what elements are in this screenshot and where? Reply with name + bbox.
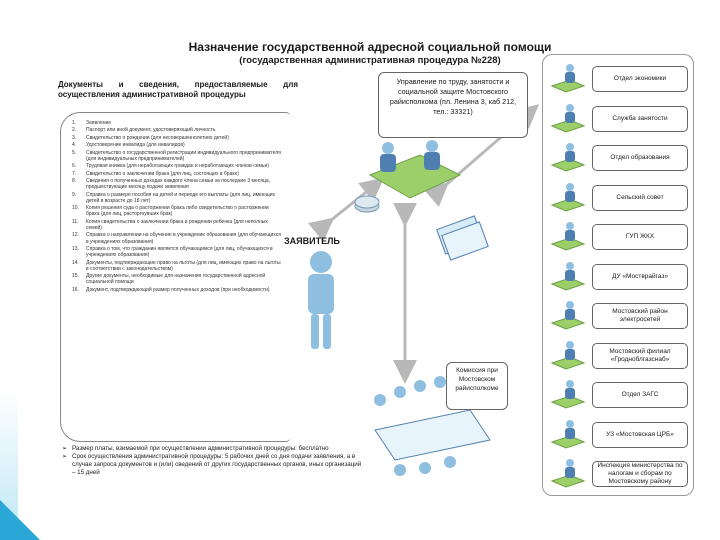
organization-box: Мостовский район электросетей [592,303,688,329]
official-at-desk-icon [548,457,588,491]
official-at-desk-icon [548,141,588,175]
organization-box: Мостовский филиал «Гродноблгазснаб» [592,343,688,369]
agency-box: Управление по труду, занятости и социаль… [378,72,528,138]
official-at-desk-icon [548,260,588,294]
organization-box: УЗ «Мостовская ЦРБ» [592,422,688,448]
agency-line-1: Управление по труду, занятости и [383,77,523,87]
disk-stack-icon [355,196,379,212]
official-at-desk-icon [548,62,588,96]
official-at-desk-icon [548,299,588,333]
applicant-figure-icon [308,251,334,349]
organization-box: Сельский совет [592,185,688,211]
agency-line-3: райисполкома (пл. Ленина 3, каб 212, [383,97,523,107]
organization-box: Отдел экономики [592,66,688,92]
documents-stack-icon [437,216,488,260]
organization-box: ГУП ЖКХ [592,224,688,250]
organization-box: Инспекция министерства по налогам и сбор… [592,461,688,487]
organization-box: Отдел образования [592,145,688,171]
official-at-desk-icon [548,418,588,452]
official-at-desk-icon [548,378,588,412]
agency-meeting-icon [370,140,460,198]
organization-box: Служба занятости [592,106,688,132]
official-at-desk-icon [548,102,588,136]
official-at-desk-icon [548,181,588,215]
official-at-desk-icon [548,220,588,254]
applicant-label: ЗАЯВИТЕЛЬ [284,236,340,246]
agency-line-4: тел.: 33321) [383,107,523,117]
commission-box: Комиссия при Мостовском райисполкоме [446,362,508,410]
official-at-desk-icon [548,339,588,373]
organization-box: ДУ «Мостврайгаз» [592,264,688,290]
organization-box: Отдел ЗАГС [592,382,688,408]
agency-line-2: социальной защите Мостовского [383,87,523,97]
